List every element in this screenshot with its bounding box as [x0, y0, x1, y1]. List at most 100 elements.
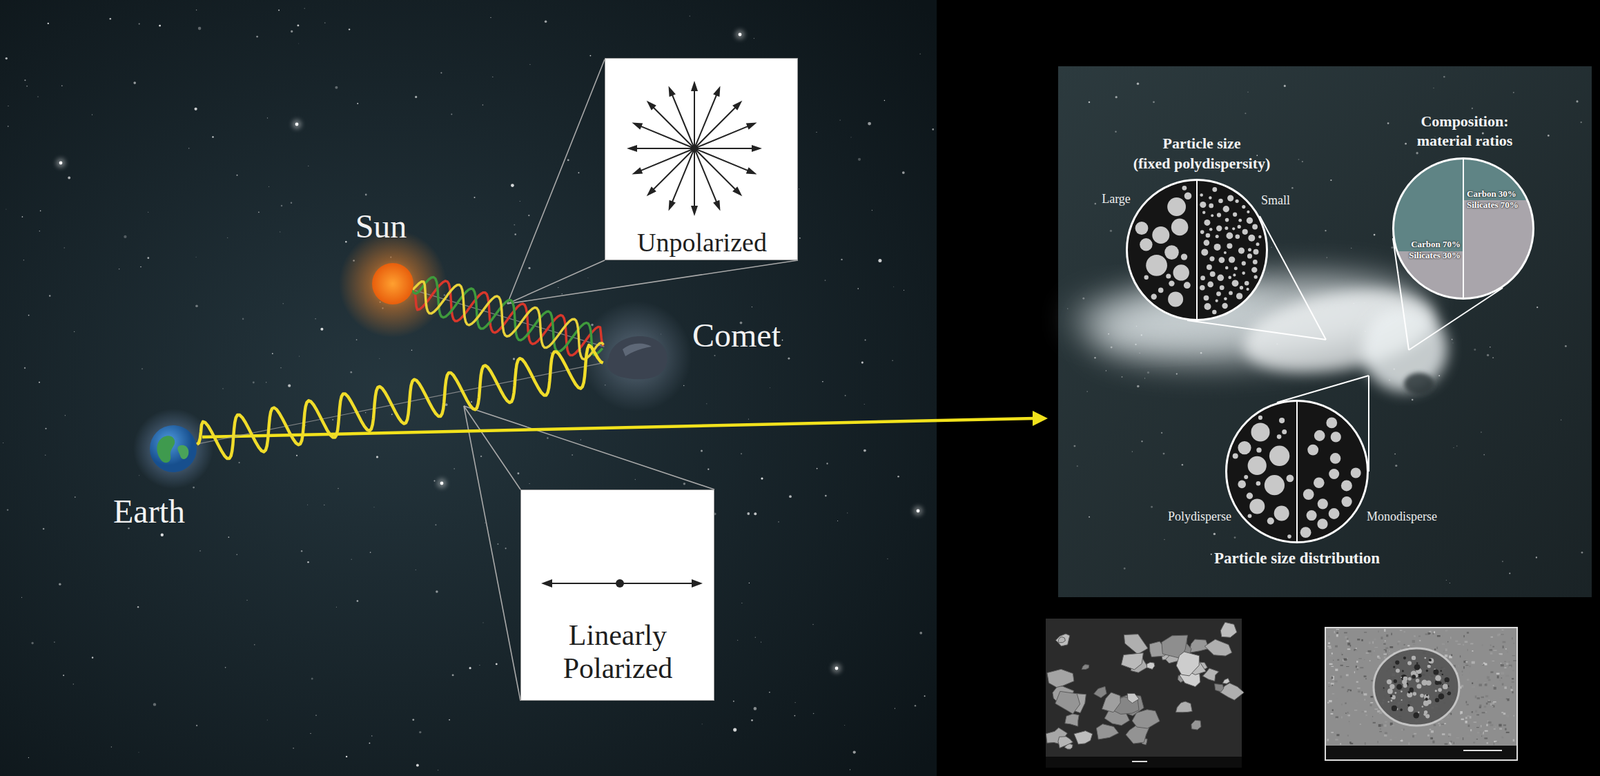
texture-speck [1467, 648, 1469, 651]
pore [1421, 705, 1424, 708]
pore [1410, 708, 1413, 711]
arrow-head [631, 167, 643, 174]
circle-heading: Composition: material ratios [1417, 111, 1514, 151]
inset-leader-lines-part [1368, 375, 1370, 472]
texture-speck [1425, 632, 1429, 636]
particle [1254, 275, 1258, 279]
half-label: Small [1261, 193, 1291, 208]
wave-axis [196, 363, 603, 445]
star-dot [1283, 84, 1286, 87]
particle [1181, 253, 1188, 260]
star-dot [198, 26, 202, 31]
polarization-arrow [694, 148, 737, 191]
texture-speck [1385, 647, 1389, 649]
star-dot [787, 357, 790, 360]
texture-speck [1380, 636, 1383, 640]
wave-line [196, 345, 603, 459]
star-dot [1067, 308, 1068, 310]
texture-speck [1433, 630, 1436, 633]
star-dot [91, 656, 94, 658]
texture-speck [1370, 701, 1373, 703]
particle [1267, 517, 1275, 525]
particle [1218, 198, 1224, 204]
circle-outline [1226, 401, 1369, 543]
particle [1212, 309, 1217, 315]
texture-speck [1357, 638, 1360, 641]
texture-speck [1369, 659, 1371, 662]
star-dot [1181, 463, 1184, 466]
star-dot [1121, 376, 1124, 378]
particle [1256, 447, 1262, 453]
particle [1279, 417, 1285, 424]
star-dot [158, 24, 161, 27]
star-dot [1350, 247, 1352, 249]
star-dot [7, 125, 9, 128]
texture-speck [1444, 722, 1447, 725]
callout-leader-lines-part [507, 260, 605, 304]
arrow-head [732, 186, 743, 197]
earth-glow [133, 408, 214, 489]
star-dot [307, 561, 310, 564]
star-dot [861, 361, 864, 364]
texture-speck [1492, 646, 1495, 648]
particle [1253, 249, 1260, 255]
texture-speck [1511, 681, 1515, 683]
star-dot [1443, 75, 1445, 78]
star-dot [1234, 536, 1237, 539]
star-dot [815, 131, 817, 133]
wave-line [412, 277, 603, 356]
texture-speck [1326, 738, 1329, 741]
texture-speck [1499, 728, 1502, 730]
star-dot [707, 468, 709, 471]
star-dot [897, 475, 900, 478]
texture-speck [1373, 638, 1377, 640]
particle [1281, 429, 1287, 435]
texture-speck [1466, 704, 1469, 706]
star-dot [528, 483, 530, 484]
star-dot [812, 623, 814, 626]
star-dot [891, 360, 893, 362]
texture-speck [1354, 650, 1358, 652]
node-shape [1225, 399, 1369, 544]
star-dot [513, 224, 515, 226]
texture-speck [1479, 730, 1482, 734]
star-dot [371, 735, 373, 736]
star-dot [196, 724, 198, 727]
star-dot [1094, 356, 1096, 359]
pore [1414, 664, 1421, 671]
particle [1203, 295, 1210, 301]
star-dot [320, 327, 324, 331]
grain [1065, 713, 1079, 727]
grain [1123, 634, 1148, 655]
comet-photo-inset [1058, 66, 1592, 598]
node-shape [372, 262, 414, 305]
star-dot [1270, 246, 1273, 248]
particle [1203, 239, 1211, 246]
star-dot [482, 104, 484, 106]
star-dot [91, 113, 93, 115]
sun-glow [338, 229, 447, 338]
star-dot [265, 381, 267, 383]
texture-speck [1484, 683, 1488, 687]
zoom-circle: PolydisperseMonodisperseParticle size di… [1225, 399, 1369, 544]
star-dot [44, 427, 47, 430]
circle-ground [1226, 401, 1369, 543]
star-dot [1581, 551, 1584, 554]
body-label: Sun [355, 207, 408, 246]
arrow-head [691, 579, 703, 588]
star-dot [160, 533, 164, 537]
texture-speck [1403, 728, 1405, 731]
texture-speck [1347, 648, 1351, 650]
pore [1403, 683, 1408, 688]
star-dot [415, 569, 417, 571]
particle [1167, 197, 1186, 217]
star-dot [267, 117, 268, 119]
texture-speck [1332, 659, 1334, 661]
star-dot [1176, 373, 1178, 375]
texture-speck [1496, 672, 1500, 676]
texture-speck [1371, 718, 1373, 721]
star-dot [2, 442, 4, 444]
star-dot [580, 438, 582, 440]
star-dot [1161, 432, 1163, 434]
